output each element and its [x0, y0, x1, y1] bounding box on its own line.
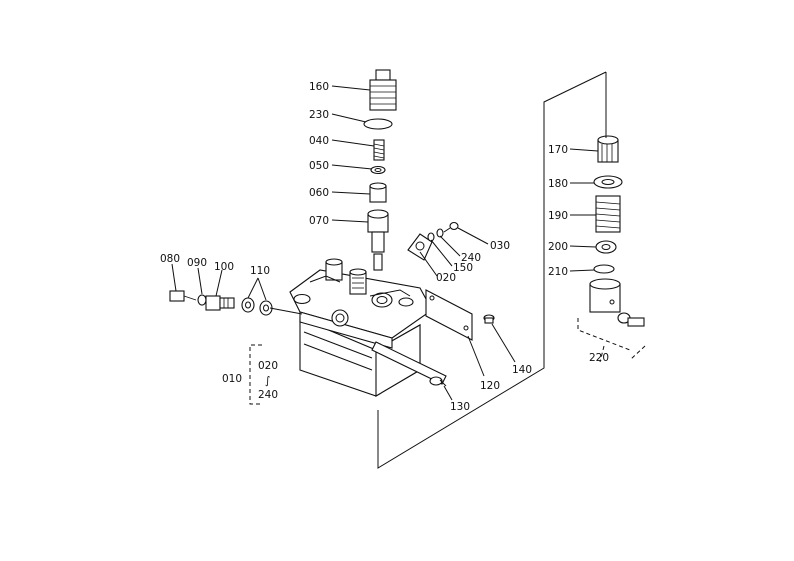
cap-170 — [597, 135, 619, 163]
plate-120 — [425, 289, 473, 341]
label-010: 010 — [222, 373, 242, 385]
seat-200 — [595, 240, 617, 254]
control-rack-130 — [371, 341, 447, 387]
label-220: 220 — [589, 352, 609, 364]
washer-150 — [427, 232, 435, 242]
label-060: 060 — [309, 187, 329, 199]
label-240: 240 — [461, 252, 481, 264]
fitting-020 — [407, 233, 433, 261]
label-200: 200 — [548, 241, 568, 253]
delivery-valve-holder-160 — [369, 69, 397, 111]
label-130: 130 — [450, 401, 470, 413]
label-range-from: 020 — [258, 360, 278, 372]
label-110: 110 — [250, 265, 270, 277]
label-150: 150 — [453, 262, 473, 274]
label-040: 040 — [309, 135, 329, 147]
pump-housing — [289, 258, 433, 397]
label-170: 170 — [548, 144, 568, 156]
label-140: 140 — [512, 364, 532, 376]
label-030: 030 — [490, 240, 510, 252]
pin-220 — [617, 312, 645, 327]
tappet-220 — [589, 278, 621, 313]
fitting-100 — [205, 295, 235, 311]
label-230: 230 — [309, 109, 329, 121]
label-range-to: 240 — [258, 389, 278, 401]
leader-lines — [171, 72, 607, 401]
plunger-barrel-070 — [367, 209, 389, 271]
washer-090 — [197, 294, 207, 306]
group-bracket-010 — [249, 344, 262, 405]
bolt-080 — [169, 290, 197, 302]
delivery-valve-060 — [369, 182, 387, 203]
washer-240 — [436, 228, 444, 238]
label-120: 120 — [480, 380, 500, 392]
label-080: 080 — [160, 253, 180, 265]
part-labels: 160 230 040 050 060 070 030 240 150 020 … — [160, 81, 609, 413]
screw-140 — [483, 314, 495, 324]
label-160: 160 — [309, 81, 329, 93]
label-050: 050 — [309, 160, 329, 172]
washer-210 — [593, 264, 615, 274]
bolt-030 — [443, 221, 459, 233]
label-070: 070 — [309, 215, 329, 227]
spring-040 — [373, 139, 385, 161]
label-range-sep: ∫ — [265, 375, 270, 387]
spring-190 — [595, 195, 621, 233]
assembly-boundary — [377, 71, 607, 469]
washers-110 — [241, 297, 273, 316]
label-100: 100 — [214, 261, 234, 273]
label-090: 090 — [187, 257, 207, 269]
label-190: 190 — [548, 210, 568, 222]
label-210: 210 — [548, 266, 568, 278]
washer-050 — [370, 165, 386, 175]
label-020: 020 — [436, 272, 456, 284]
group-bracket-220 — [577, 318, 646, 363]
label-180: 180 — [548, 178, 568, 190]
spring-seat-180 — [593, 175, 623, 189]
o-ring-230 — [363, 118, 393, 130]
